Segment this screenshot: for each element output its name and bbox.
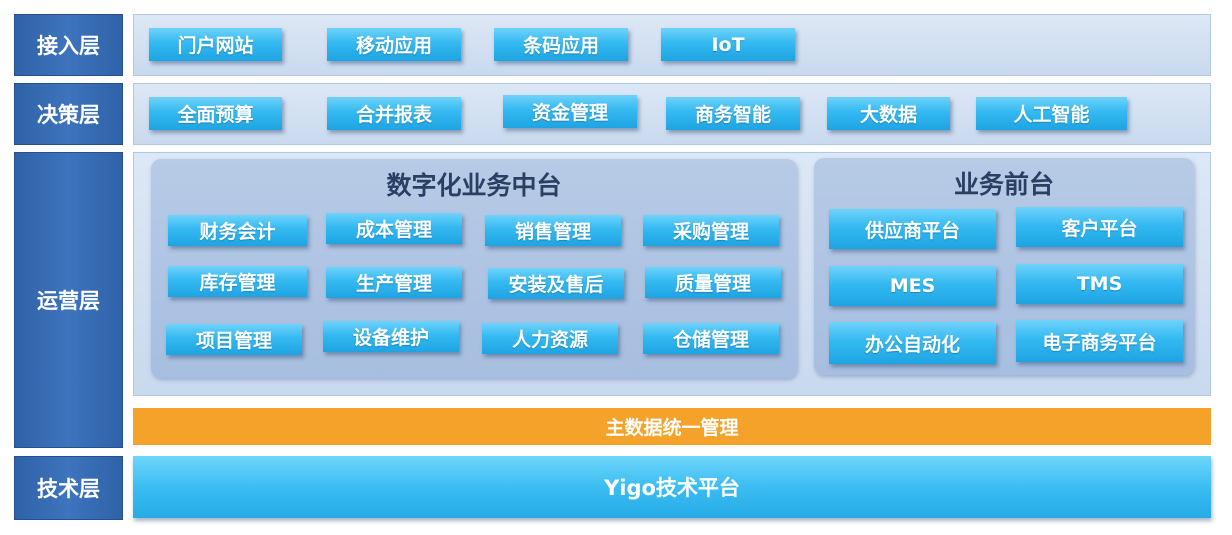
layer-label-decision: 决策层 bbox=[14, 83, 123, 145]
front-platform-title: 业务前台 bbox=[953, 170, 1054, 199]
front-item-supplier-platform: 供应商平台 bbox=[829, 209, 996, 249]
access-item-portal: 门户网站 bbox=[149, 28, 282, 61]
middle-item-production-management: 生产管理 bbox=[326, 267, 462, 298]
decision-item-budget: 全面预算 bbox=[149, 97, 282, 130]
layer-label-technical: 技术层 bbox=[14, 456, 123, 520]
decision-item-ai: 人工智能 bbox=[976, 97, 1127, 130]
access-item-mobile: 移动应用 bbox=[327, 28, 461, 61]
middle-item-equipment-maintenance: 设备维护 bbox=[323, 321, 459, 352]
middle-item-installation-service: 安装及售后 bbox=[488, 268, 624, 299]
decision-item-consolidated-report: 合并报表 bbox=[327, 97, 461, 130]
layer-label-operation: 运营层 bbox=[14, 152, 123, 448]
middle-item-financial-accounting: 财务会计 bbox=[168, 215, 307, 246]
master-data-bar: 主数据统一管理 bbox=[133, 408, 1211, 445]
decision-item-fund-management: 资金管理 bbox=[503, 95, 637, 128]
middle-item-human-resources: 人力资源 bbox=[482, 323, 618, 354]
decision-item-big-data: 大数据 bbox=[827, 97, 950, 130]
access-item-barcode: 条码应用 bbox=[494, 28, 628, 61]
tech-platform-bar: Yigo技术平台 bbox=[133, 456, 1211, 518]
middle-item-project-management: 项目管理 bbox=[166, 324, 302, 355]
middle-item-purchase-management: 采购管理 bbox=[643, 215, 779, 246]
access-item-iot: IoT bbox=[661, 28, 795, 61]
front-item-office-automation: 办公自动化 bbox=[829, 322, 996, 364]
middle-item-warehouse-management: 仓储管理 bbox=[643, 323, 779, 354]
middle-item-cost-management: 成本管理 bbox=[326, 213, 462, 244]
front-item-ecommerce-platform: 电子商务平台 bbox=[1016, 320, 1183, 362]
middle-item-quality-management: 质量管理 bbox=[645, 267, 781, 298]
layer-label-access: 接入层 bbox=[14, 14, 123, 76]
middle-item-inventory-management: 库存管理 bbox=[168, 266, 307, 297]
decision-item-business-intelligence: 商务智能 bbox=[666, 97, 800, 130]
front-item-customer-platform: 客户平台 bbox=[1016, 207, 1183, 247]
front-item-mes: MES bbox=[829, 266, 996, 306]
middle-platform-title: 数字化业务中台 bbox=[386, 171, 562, 200]
middle-item-sales-management: 销售管理 bbox=[485, 215, 621, 246]
front-item-tms: TMS bbox=[1016, 264, 1183, 304]
